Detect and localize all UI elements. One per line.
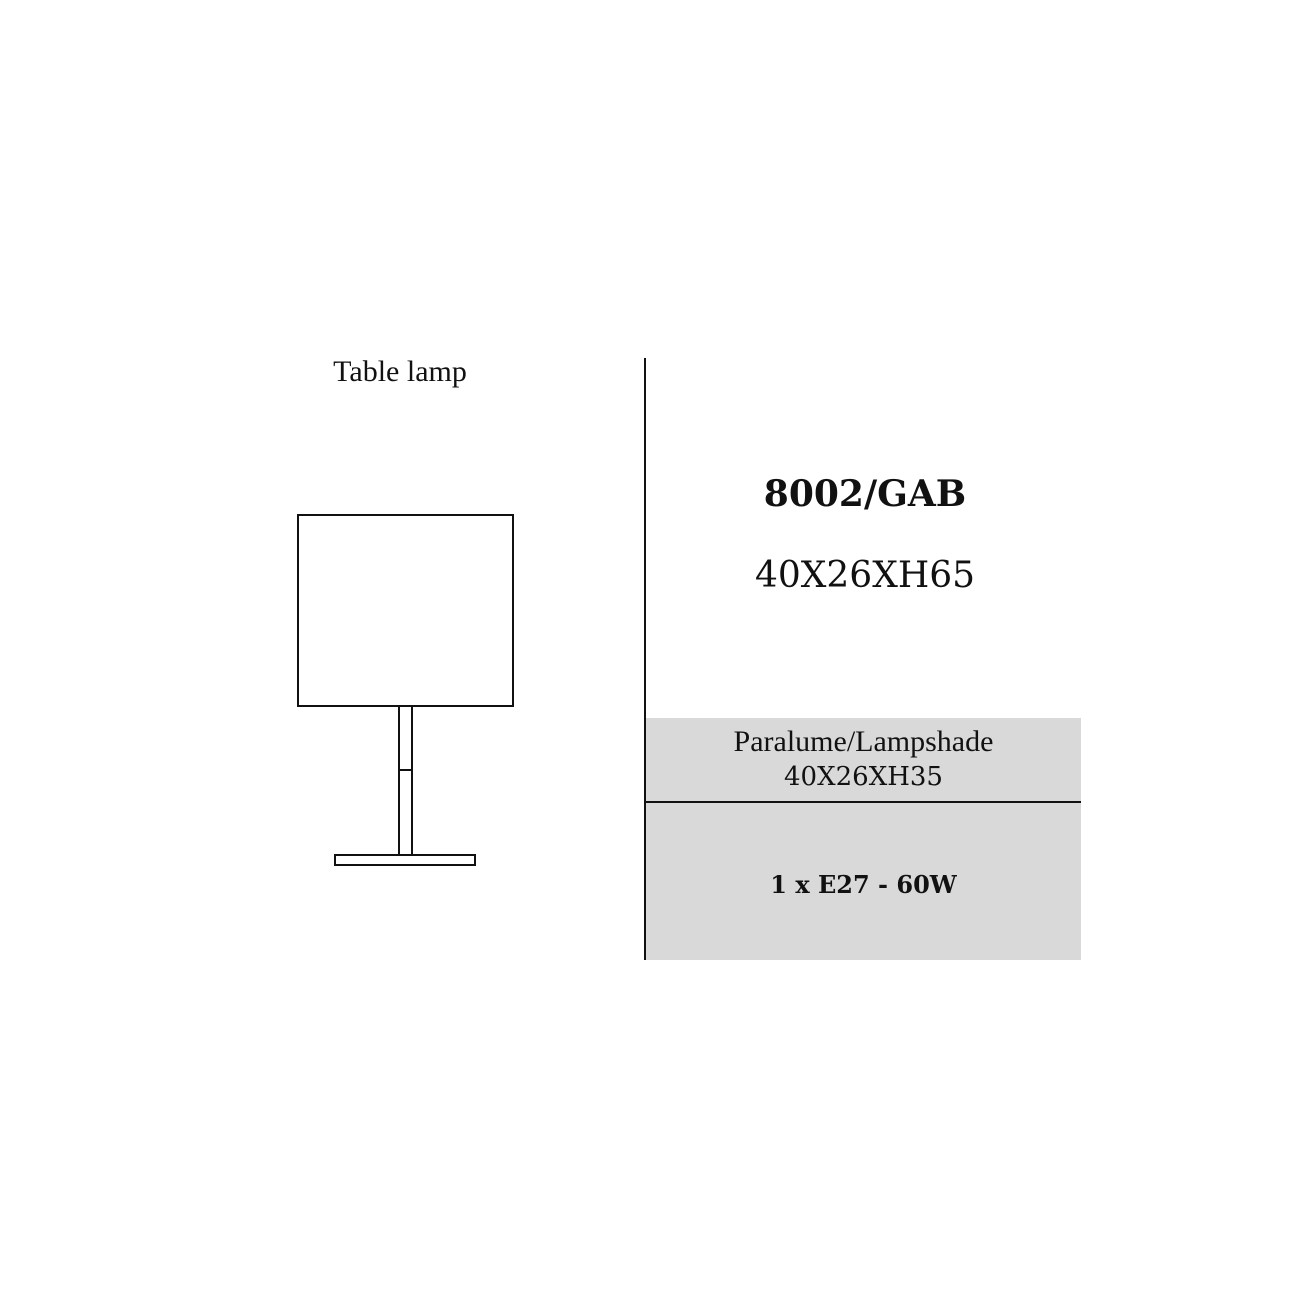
table-lamp-drawing xyxy=(297,514,514,866)
lamp-stem-lower xyxy=(398,769,413,856)
spec-panel: Paralume/Lampshade 40X26XH35 1 x E27 - 6… xyxy=(646,718,1081,960)
lamp-base xyxy=(334,854,476,866)
bulb-spec: 1 x E27 - 60W xyxy=(770,870,957,899)
product-dimensions: 40X26XH65 xyxy=(754,555,976,596)
vertical-divider xyxy=(644,358,646,960)
lampshade-shape xyxy=(297,514,514,707)
horizontal-divider xyxy=(646,801,1081,803)
lampshade-spec: Paralume/Lampshade 40X26XH35 xyxy=(646,718,1081,801)
lamp-stem-upper xyxy=(398,705,413,771)
product-code: 8002/GAB xyxy=(763,473,967,515)
lampshade-dimensions: 40X26XH35 xyxy=(784,762,943,792)
lampshade-label: Paralume/Lampshade xyxy=(733,725,994,758)
product-type-label: Table lamp xyxy=(333,355,467,388)
